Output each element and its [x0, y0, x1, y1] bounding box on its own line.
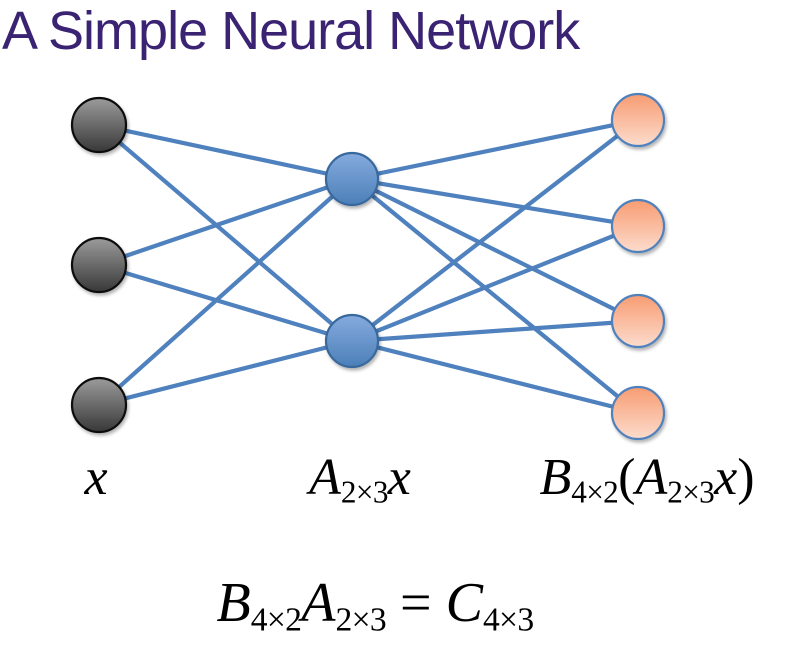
edge-input0-hidden1 [97, 123, 354, 343]
input-node-3 [70, 376, 128, 434]
output-node-2 [610, 198, 666, 254]
hidden-node-2 [324, 313, 380, 369]
edge-hidden1-output0 [350, 118, 640, 343]
math-symbol: A [309, 449, 341, 506]
math-symbol: C [445, 572, 483, 634]
edge-hidden0-output0 [351, 117, 639, 182]
math-symbol: = [385, 572, 446, 634]
edge-hidden1-output2 [351, 318, 639, 344]
math-subscript: 2×3 [340, 474, 389, 510]
output-label: B4×2(A2×3x) [539, 452, 754, 508]
edges-group [97, 117, 640, 416]
math-symbol: x [387, 449, 411, 506]
input-layer [70, 96, 128, 434]
math-symbol: B [216, 572, 251, 634]
slide-title: A Simple Neural Network [2, 1, 580, 61]
input-label: x [84, 452, 107, 504]
math-symbol: ) [737, 449, 755, 506]
hidden-label: A2×3x [309, 452, 411, 508]
math-symbol: B [539, 449, 572, 506]
matrix-equation: B4×2A2×3 = C4×3 [216, 572, 535, 639]
output-layer [610, 92, 666, 441]
edge-hidden0-output1 [351, 176, 639, 229]
edge-hidden0-output2 [351, 177, 639, 323]
input-node-2 [70, 236, 128, 294]
math-subscript: 2×3 [335, 601, 386, 639]
edge-input0-hidden0 [98, 122, 353, 182]
math-symbol: A [635, 449, 668, 506]
math-subscript: 2×3 [667, 474, 715, 510]
hidden-layer [324, 151, 380, 369]
math-subscript: 4×3 [482, 601, 534, 639]
math-subscript: 4×2 [571, 474, 619, 510]
hidden-node-1 [324, 151, 380, 207]
math-symbol: ( [618, 449, 636, 506]
edge-input1-hidden0 [98, 177, 353, 267]
edge-input1-hidden1 [98, 262, 353, 344]
math-symbol: A [301, 572, 336, 634]
input-node-1 [70, 96, 128, 154]
edge-input2-hidden0 [97, 177, 354, 407]
edge-hidden1-output1 [351, 224, 639, 343]
output-node-1 [610, 92, 666, 148]
edge-hidden1-output3 [351, 338, 639, 416]
math-symbol: x [714, 449, 738, 506]
output-node-3 [610, 293, 666, 349]
edge-input2-hidden1 [98, 338, 353, 408]
math-symbol: x [84, 449, 108, 506]
math-subscript: 4×2 [250, 601, 302, 639]
output-node-4 [610, 385, 666, 441]
edge-hidden0-output3 [350, 177, 640, 415]
